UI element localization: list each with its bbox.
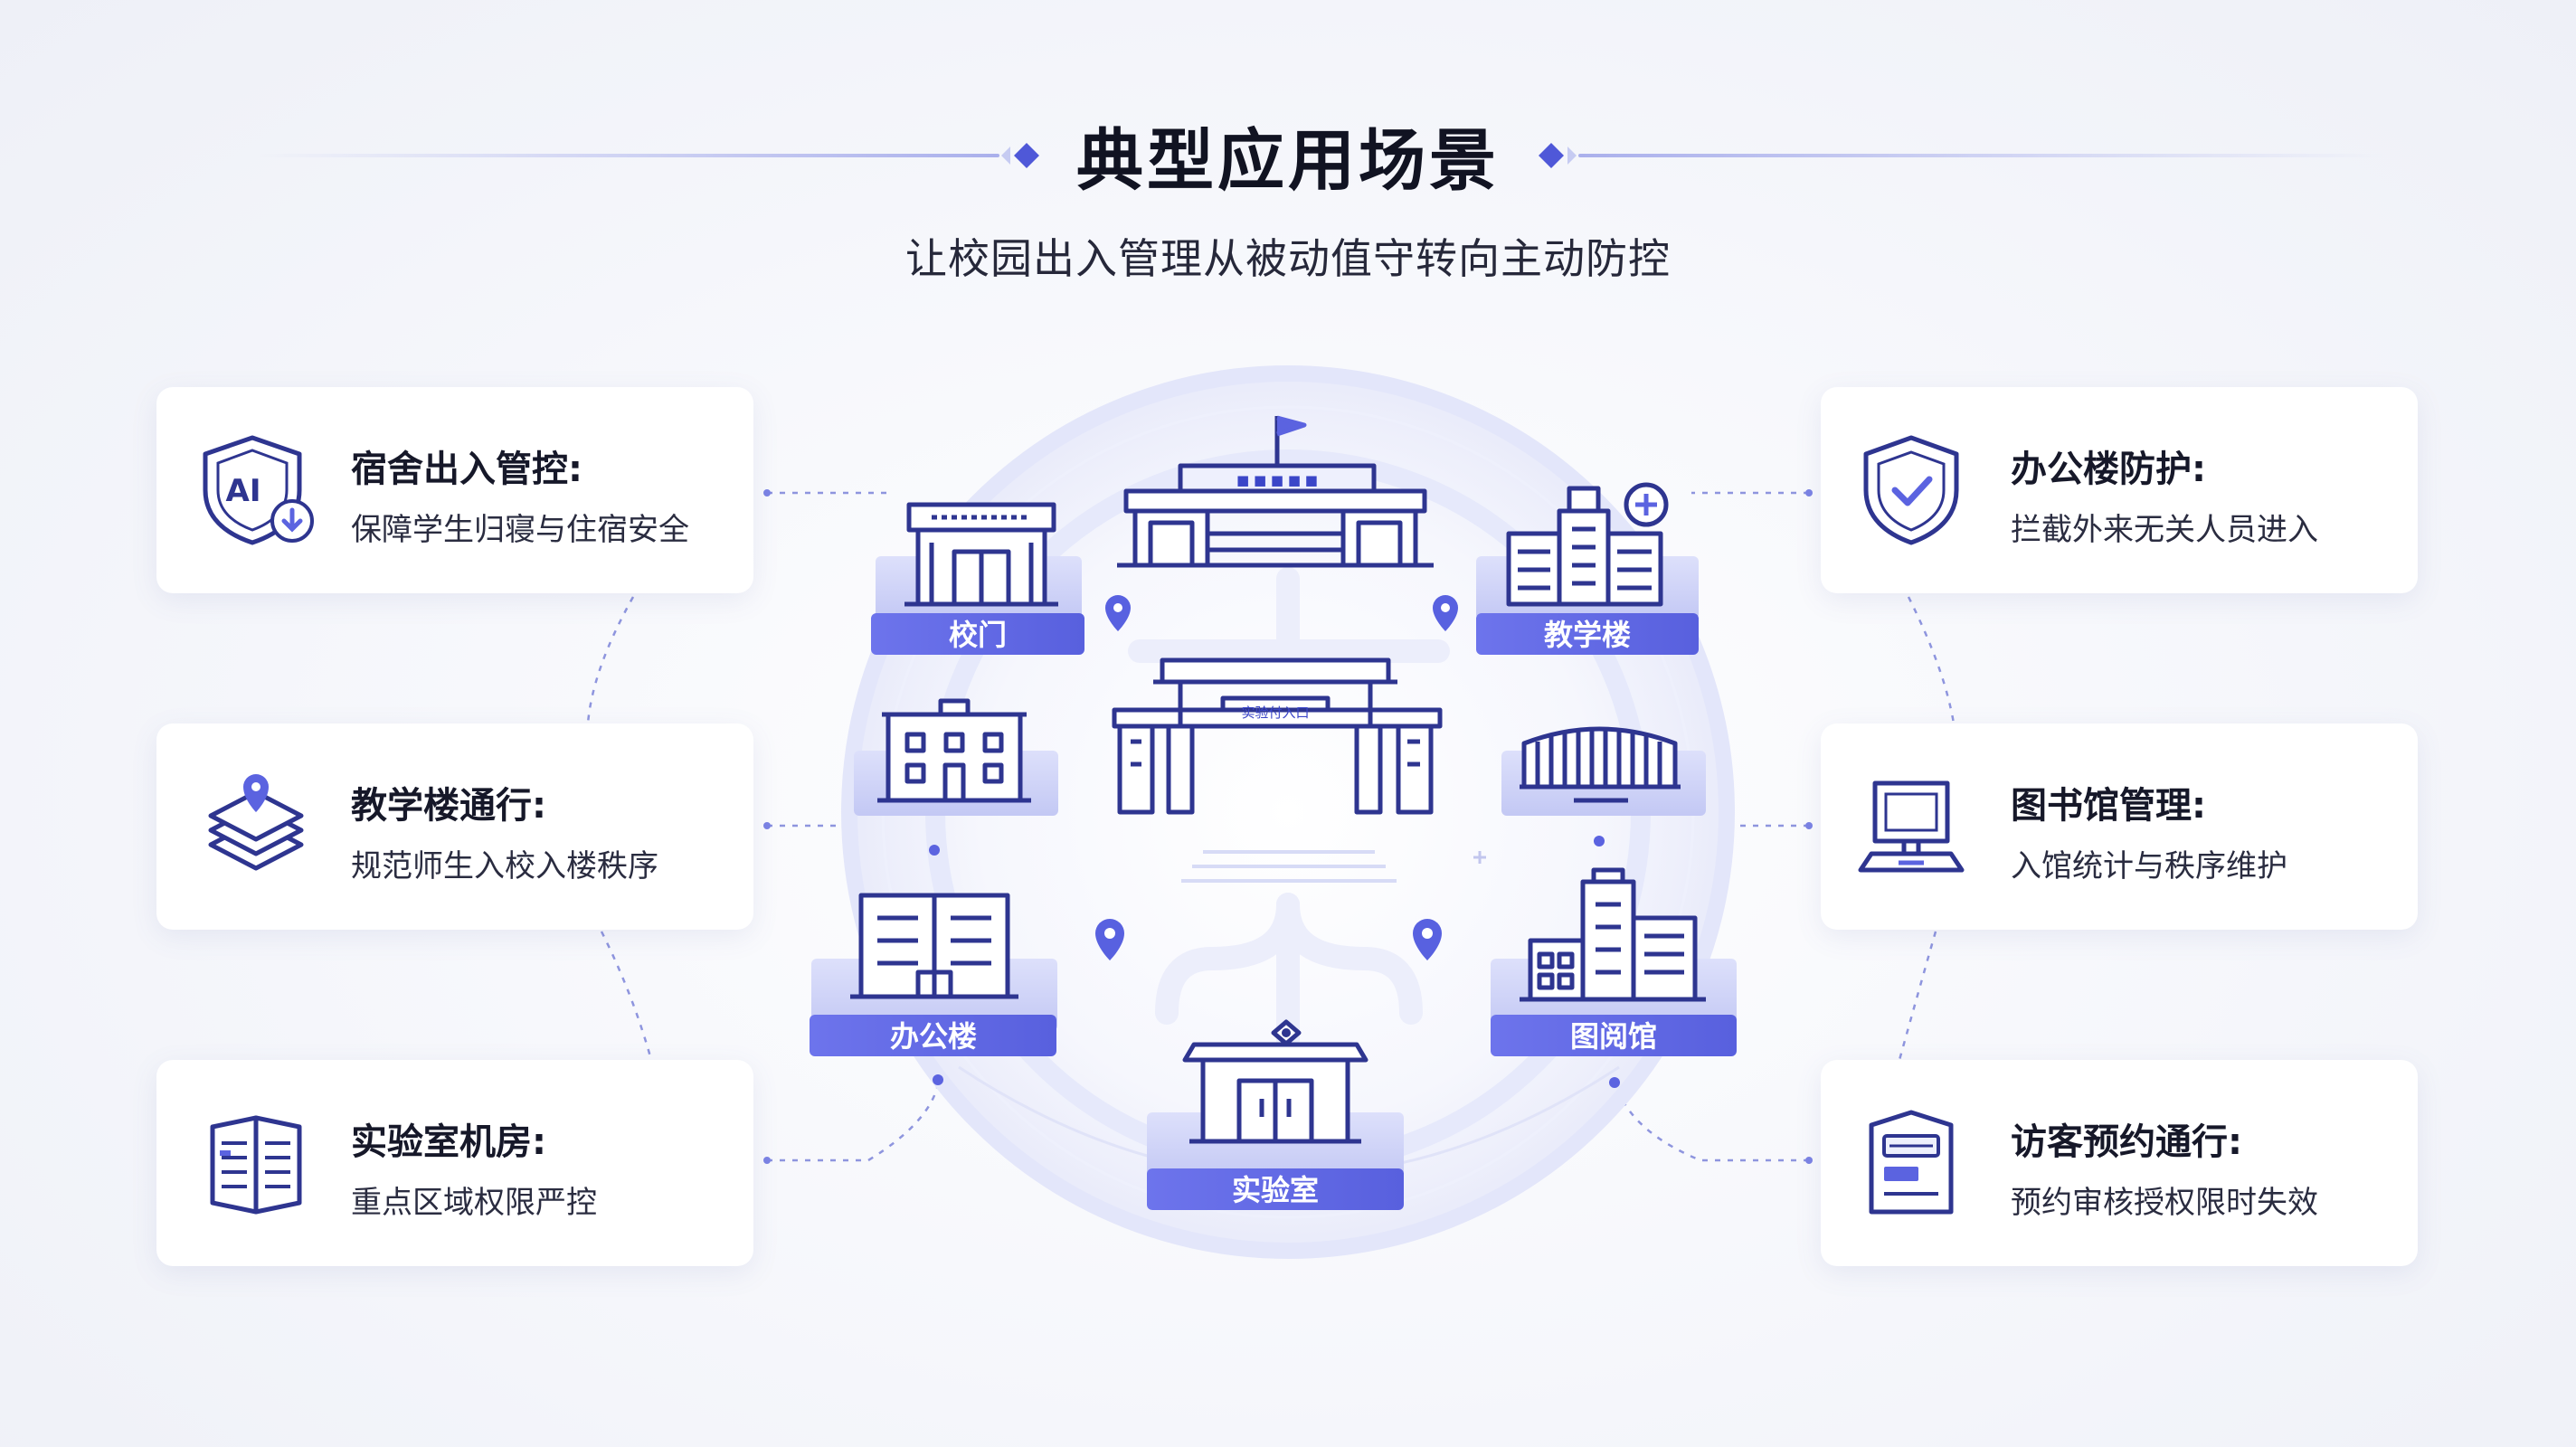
card-title: 教学楼通行:: [351, 785, 546, 827]
scenario-card-dormitory: AI 宿舍出入管控: 保障学生归寝与住宿安全: [156, 387, 753, 593]
laboratory-building: [1147, 1019, 1404, 1180]
layers-location-icon: [208, 774, 304, 871]
card-title: 图书馆管理:: [2011, 785, 2206, 827]
card-title: 宿舍出入管控:: [351, 449, 582, 490]
central-campus-gate: [1112, 657, 1443, 815]
card-description: 规范师生入校入楼秩序: [351, 848, 658, 884]
card-title: 实验室机房:: [351, 1121, 546, 1163]
scenario-card-laboratory: 实验室机房: 重点区域权限严控: [156, 1060, 753, 1266]
card-description: 保障学生归寝与住宿安全: [351, 512, 689, 548]
main-gate-building: [1117, 415, 1434, 568]
card-title: 访客预约通行:: [2011, 1121, 2242, 1163]
title-divider-left: [258, 154, 999, 157]
office-building: [811, 893, 1057, 1031]
scenario-card-office: 办公楼防护: 拦截外来无关人员进入: [1821, 387, 2418, 593]
scenario-card-teaching: 教学楼通行: 规范师生入校入楼秩序: [156, 724, 753, 930]
computer-terminal-icon: [1858, 780, 1965, 873]
building-label-laboratory: 实验室: [1232, 1173, 1319, 1207]
card-description: 拦截外来无关人员进入: [2011, 512, 2318, 548]
diamond-decoration-icon: [1001, 143, 1039, 168]
visitor-badge-icon: [1869, 1110, 1954, 1215]
svg-text:AI: AI: [226, 473, 261, 509]
scenario-card-visitor: 访客预约通行: 预约审核授权限时失效: [1821, 1060, 2418, 1266]
card-description: 预约审核授权限时失效: [2011, 1185, 2318, 1221]
page-title: 典型应用场景: [1076, 122, 1500, 200]
building-label-teaching: 教学楼: [1544, 618, 1631, 652]
building-label-office: 办公楼: [890, 1019, 977, 1054]
page-subtitle: 让校园出入管理从被动值守转向主动防控: [905, 234, 1671, 283]
title-divider-right: [1578, 154, 2383, 157]
card-title: 办公楼防护:: [2011, 449, 2206, 490]
location-pin-icon: [1095, 595, 1458, 960]
library-building: [1491, 867, 1737, 1031]
card-description: 重点区域权限严控: [351, 1185, 597, 1221]
dormitory-building: [854, 698, 1058, 816]
auditorium-building: [1501, 726, 1706, 816]
building-label-library: 图阅馆: [1570, 1019, 1657, 1054]
gate-sign-top: ■ ■ ■ ■ ■: [1236, 472, 1318, 488]
scenario-card-library: 图书馆管理: 入馆统计与秩序维护: [1821, 724, 2418, 930]
server-rack-icon: [210, 1115, 302, 1215]
ai-shield-icon: AI: [203, 435, 314, 545]
school-gate-building: [876, 502, 1082, 619]
central-gate-sign: 实验付入口: [1241, 705, 1309, 721]
building-label-school-gate: 校门: [949, 618, 1007, 652]
shield-check-icon: [1863, 435, 1959, 545]
card-description: 入馆统计与秩序维护: [2011, 848, 2287, 884]
teaching-building: [1476, 482, 1699, 619]
diamond-decoration-icon: [1539, 143, 1577, 168]
